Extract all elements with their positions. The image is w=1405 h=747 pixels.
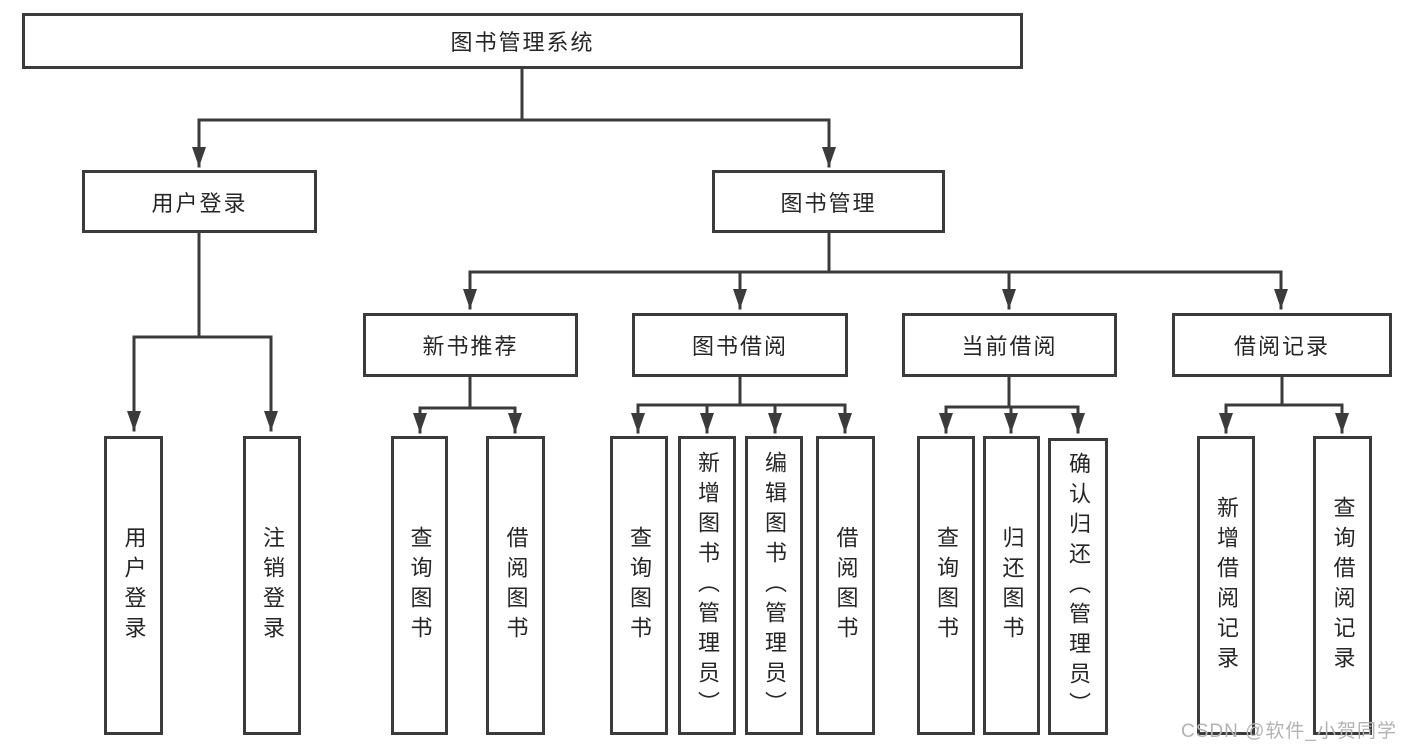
node-user-login: 用户登录 xyxy=(82,170,317,233)
leaf-edit-book-admin: 编辑图书（管理员） xyxy=(745,436,803,735)
leaf-borrow-books-2-label: 借阅图书 xyxy=(833,525,859,646)
leaf-add-borrow-record: 新增借阅记录 xyxy=(1197,436,1255,735)
leaf-logout-label: 注销登录 xyxy=(260,525,285,646)
leaf-query-books-3-label: 查询图书 xyxy=(934,525,959,646)
leaf-query-borrow-record-label: 查询借阅记录 xyxy=(1330,495,1356,676)
leaf-edit-book-admin-label: 编辑图书（管理员） xyxy=(762,450,787,721)
leaf-query-books-1: 查询图书 xyxy=(391,436,448,735)
leaf-query-books-2: 查询图书 xyxy=(610,436,668,735)
leaf-borrow-books-1-label: 借阅图书 xyxy=(503,525,529,646)
leaf-confirm-return-admin: 确认归还（管理员） xyxy=(1048,438,1108,735)
leaf-add-book-admin: 新增图书（管理员） xyxy=(678,436,736,735)
node-new-book-recommend: 新书推荐 xyxy=(363,313,578,377)
leaf-add-book-admin-label: 新增图书（管理员） xyxy=(695,450,720,721)
leaf-query-books-3: 查询图书 xyxy=(917,436,975,735)
leaf-confirm-return-admin-label: 确认归还（管理员） xyxy=(1066,451,1091,722)
node-book-management: 图书管理 xyxy=(712,170,945,233)
node-library-management-system: 图书管理系统 xyxy=(22,13,1023,69)
leaf-add-borrow-record-label: 新增借阅记录 xyxy=(1214,495,1239,676)
node-borrowing-records: 借阅记录 xyxy=(1172,313,1392,377)
leaf-borrow-books-1: 借阅图书 xyxy=(486,436,545,735)
leaf-query-borrow-record: 查询借阅记录 xyxy=(1313,436,1372,735)
leaf-logout: 注销登录 xyxy=(243,436,301,735)
leaf-query-books-2-label: 查询图书 xyxy=(627,525,652,646)
leaf-query-books-1-label: 查询图书 xyxy=(407,525,433,646)
leaf-return-books-label: 归还图书 xyxy=(999,525,1025,646)
leaf-return-books: 归还图书 xyxy=(983,436,1040,735)
leaf-user-login-label: 用户登录 xyxy=(121,525,147,646)
node-current-borrowing: 当前借阅 xyxy=(902,313,1117,377)
leaf-user-login: 用户登录 xyxy=(104,436,163,735)
leaf-borrow-books-2: 借阅图书 xyxy=(816,436,875,735)
node-book-borrowing: 图书借阅 xyxy=(632,313,848,377)
